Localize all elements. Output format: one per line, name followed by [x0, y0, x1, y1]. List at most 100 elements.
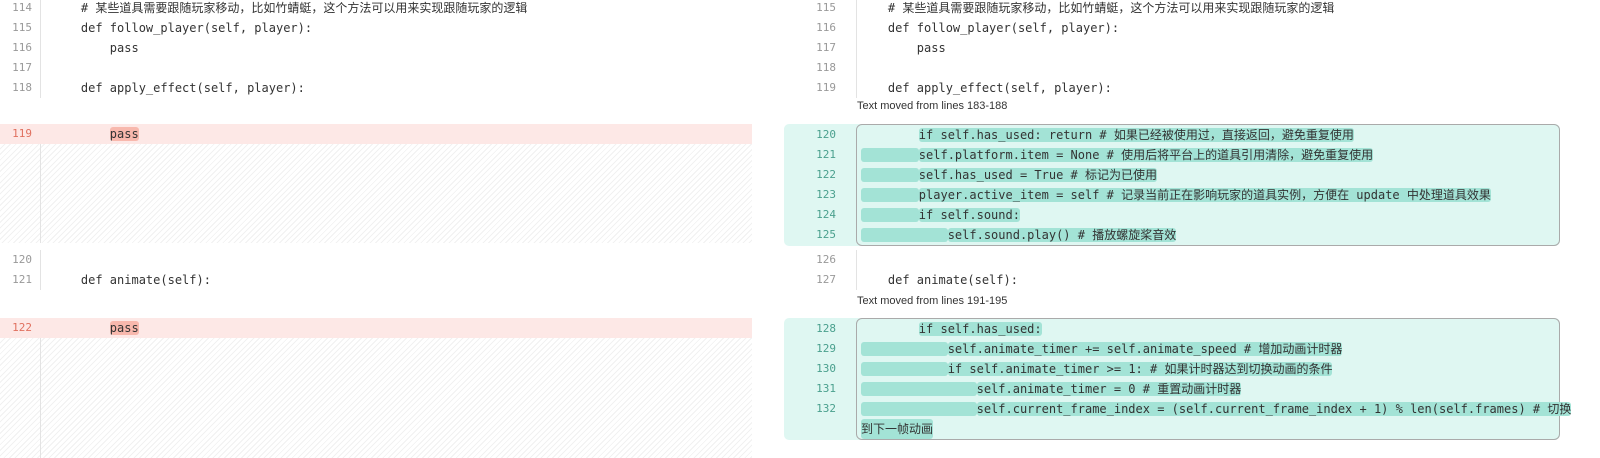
moved-line: 125 self.sound.play() # 播放螺旋桨音效 [784, 225, 1560, 245]
line-number: 114 [12, 1, 32, 14]
moved-line: 124 if self.sound: [784, 205, 1560, 225]
code-text: if self.sound: [861, 205, 1020, 225]
indent [861, 228, 948, 242]
line-number: 120 [12, 253, 32, 266]
code-line: 126 [784, 250, 1560, 270]
code-text: self.current_frame_index = (self.current… [861, 399, 1572, 419]
code-text: pass [52, 124, 139, 144]
code-text: if self.has_used: [861, 319, 1042, 339]
moved-text-highlight: self.animate_timer += self.animate_speed… [947, 342, 1343, 356]
moved-text-highlight: if self.sound: [918, 208, 1020, 222]
indent [861, 148, 919, 162]
code-text: def follow_player(self, player): [859, 21, 1120, 35]
moved-text-highlight: self.animate_timer = 0 # 重置动画计时器 [976, 382, 1242, 396]
indent [861, 322, 919, 336]
deleted-line: 119 pass [0, 124, 752, 144]
line-number: 125 [816, 228, 836, 241]
moved-line: 131 self.animate_timer = 0 # 重置动画计时器 [784, 379, 1560, 399]
moved-text-note[interactable]: Text moved from lines 183-188 [857, 100, 1008, 112]
line-number: 121 [816, 148, 836, 161]
code-text: if self.animate_timer >= 1: # 如果计时器达到切换动… [861, 359, 1333, 379]
line-number: 120 [816, 128, 836, 141]
moved-line-wrap: 到下一帧动画 [784, 419, 1560, 439]
indent [861, 188, 919, 202]
deleted-text-highlight: pass [109, 127, 139, 141]
code-text: def apply_effect(self, player): [859, 81, 1112, 95]
deleted-text-highlight: pass [109, 321, 139, 335]
moved-text-highlight: player.active_item = self # 记录当前正在影响玩家的道… [918, 188, 1491, 202]
line-number: 124 [816, 208, 836, 221]
line-number: 117 [816, 41, 836, 54]
code-text: pass [859, 41, 946, 55]
deleted-line: 122 pass [0, 318, 752, 338]
empty-placeholder-area [0, 144, 752, 243]
line-number: 116 [816, 21, 836, 34]
line-number: 123 [816, 188, 836, 201]
line-number: 130 [816, 362, 836, 375]
moved-line: 123 player.active_item = self # 记录当前正在影响… [784, 185, 1560, 205]
moved-block-border [856, 318, 1560, 440]
code-text: self.has_used = True # 标记为已使用 [861, 165, 1157, 185]
line-number: 131 [816, 382, 836, 395]
line-number: 132 [816, 402, 836, 415]
gutter-divider [40, 0, 41, 98]
code-line: 114 # 某些道具需要跟随玩家移动，比如竹蜻蜓，这个方法可以用来实现跟随玩家的… [0, 0, 752, 18]
indent [861, 402, 977, 416]
code-text: pass [52, 41, 139, 55]
line-number: 126 [816, 253, 836, 266]
code-line: 119 def apply_effect(self, player): [784, 78, 1560, 98]
code-text: self.animate_timer = 0 # 重置动画计时器 [861, 379, 1242, 399]
moved-line: 121 self.platform.item = None # 使用后将平台上的… [784, 145, 1560, 165]
code-text: self.animate_timer += self.animate_speed… [861, 339, 1343, 359]
code-text: # 某些道具需要跟随玩家移动，比如竹蜻蜓，这个方法可以用来实现跟随玩家的逻辑 [52, 1, 528, 15]
gutter-divider [856, 250, 857, 290]
code-line: 115 # 某些道具需要跟随玩家移动，比如竹蜻蜓，这个方法可以用来实现跟随玩家的… [784, 0, 1560, 18]
line-number: 121 [12, 273, 32, 286]
code-line: 118 def apply_effect(self, player): [0, 78, 752, 98]
code-text: def follow_player(self, player): [52, 21, 313, 35]
code-line: 121 def animate(self): [0, 270, 752, 290]
line-number: 129 [816, 342, 836, 355]
line-number: 118 [816, 61, 836, 74]
code-line: 116 pass [0, 38, 752, 58]
code-line: 117 pass [784, 38, 1560, 58]
moved-line: 128 if self.has_used: [784, 319, 1560, 339]
moved-text-highlight: 到下一帧动画 [861, 419, 934, 439]
code-line: 120 [0, 250, 752, 270]
moved-block: 128 if self.has_used:129 self.animate_ti… [784, 318, 1572, 440]
indent [861, 128, 919, 142]
line-number: 122 [12, 321, 32, 334]
code-text: # 某些道具需要跟随玩家移动，比如竹蜻蜓，这个方法可以用来实现跟随玩家的逻辑 [859, 1, 1335, 15]
right-pane-modified: 115 # 某些道具需要跟随玩家移动，比如竹蜻蜓，这个方法可以用来实现跟随玩家的… [784, 0, 1572, 456]
code-text: player.active_item = self # 记录当前正在影响玩家的道… [861, 185, 1491, 205]
code-text: if self.has_used: return # 如果已经被使用过，直接返回… [861, 125, 1354, 145]
code-text: def apply_effect(self, player): [52, 81, 305, 95]
indent [52, 321, 110, 335]
gutter-divider [40, 250, 41, 290]
indent [861, 342, 948, 356]
line-number: 128 [816, 322, 836, 335]
code-line: 115 def follow_player(self, player): [0, 18, 752, 38]
empty-placeholder-area [0, 338, 752, 458]
line-number: 117 [12, 61, 32, 74]
moved-block: 120 if self.has_used: return # 如果已经被使用过，… [784, 124, 1560, 246]
moved-text-highlight: if self.has_used: return # 如果已经被使用过，直接返回… [918, 128, 1354, 142]
moved-line: 130 if self.animate_timer >= 1: # 如果计时器达… [784, 359, 1560, 379]
line-number: 118 [12, 81, 32, 94]
code-line: 118 [784, 58, 1560, 78]
moved-line: 129 self.animate_timer += self.animate_s… [784, 339, 1560, 359]
code-line: 117 [0, 58, 752, 78]
line-number: 116 [12, 41, 32, 54]
line-number: 127 [816, 273, 836, 286]
indent [861, 382, 977, 396]
moved-line: 122 self.has_used = True # 标记为已使用 [784, 165, 1560, 185]
moved-text-note[interactable]: Text moved from lines 191-195 [857, 295, 1008, 307]
moved-block-border [856, 124, 1560, 246]
moved-line: 120 if self.has_used: return # 如果已经被使用过，… [784, 125, 1560, 145]
code-text: pass [52, 318, 139, 338]
gutter-divider [40, 338, 41, 458]
line-number: 122 [816, 168, 836, 181]
indent [861, 168, 919, 182]
moved-text-highlight: self.platform.item = None # 使用后将平台上的道具引用… [918, 148, 1374, 162]
code-text: def animate(self): [859, 273, 1018, 287]
